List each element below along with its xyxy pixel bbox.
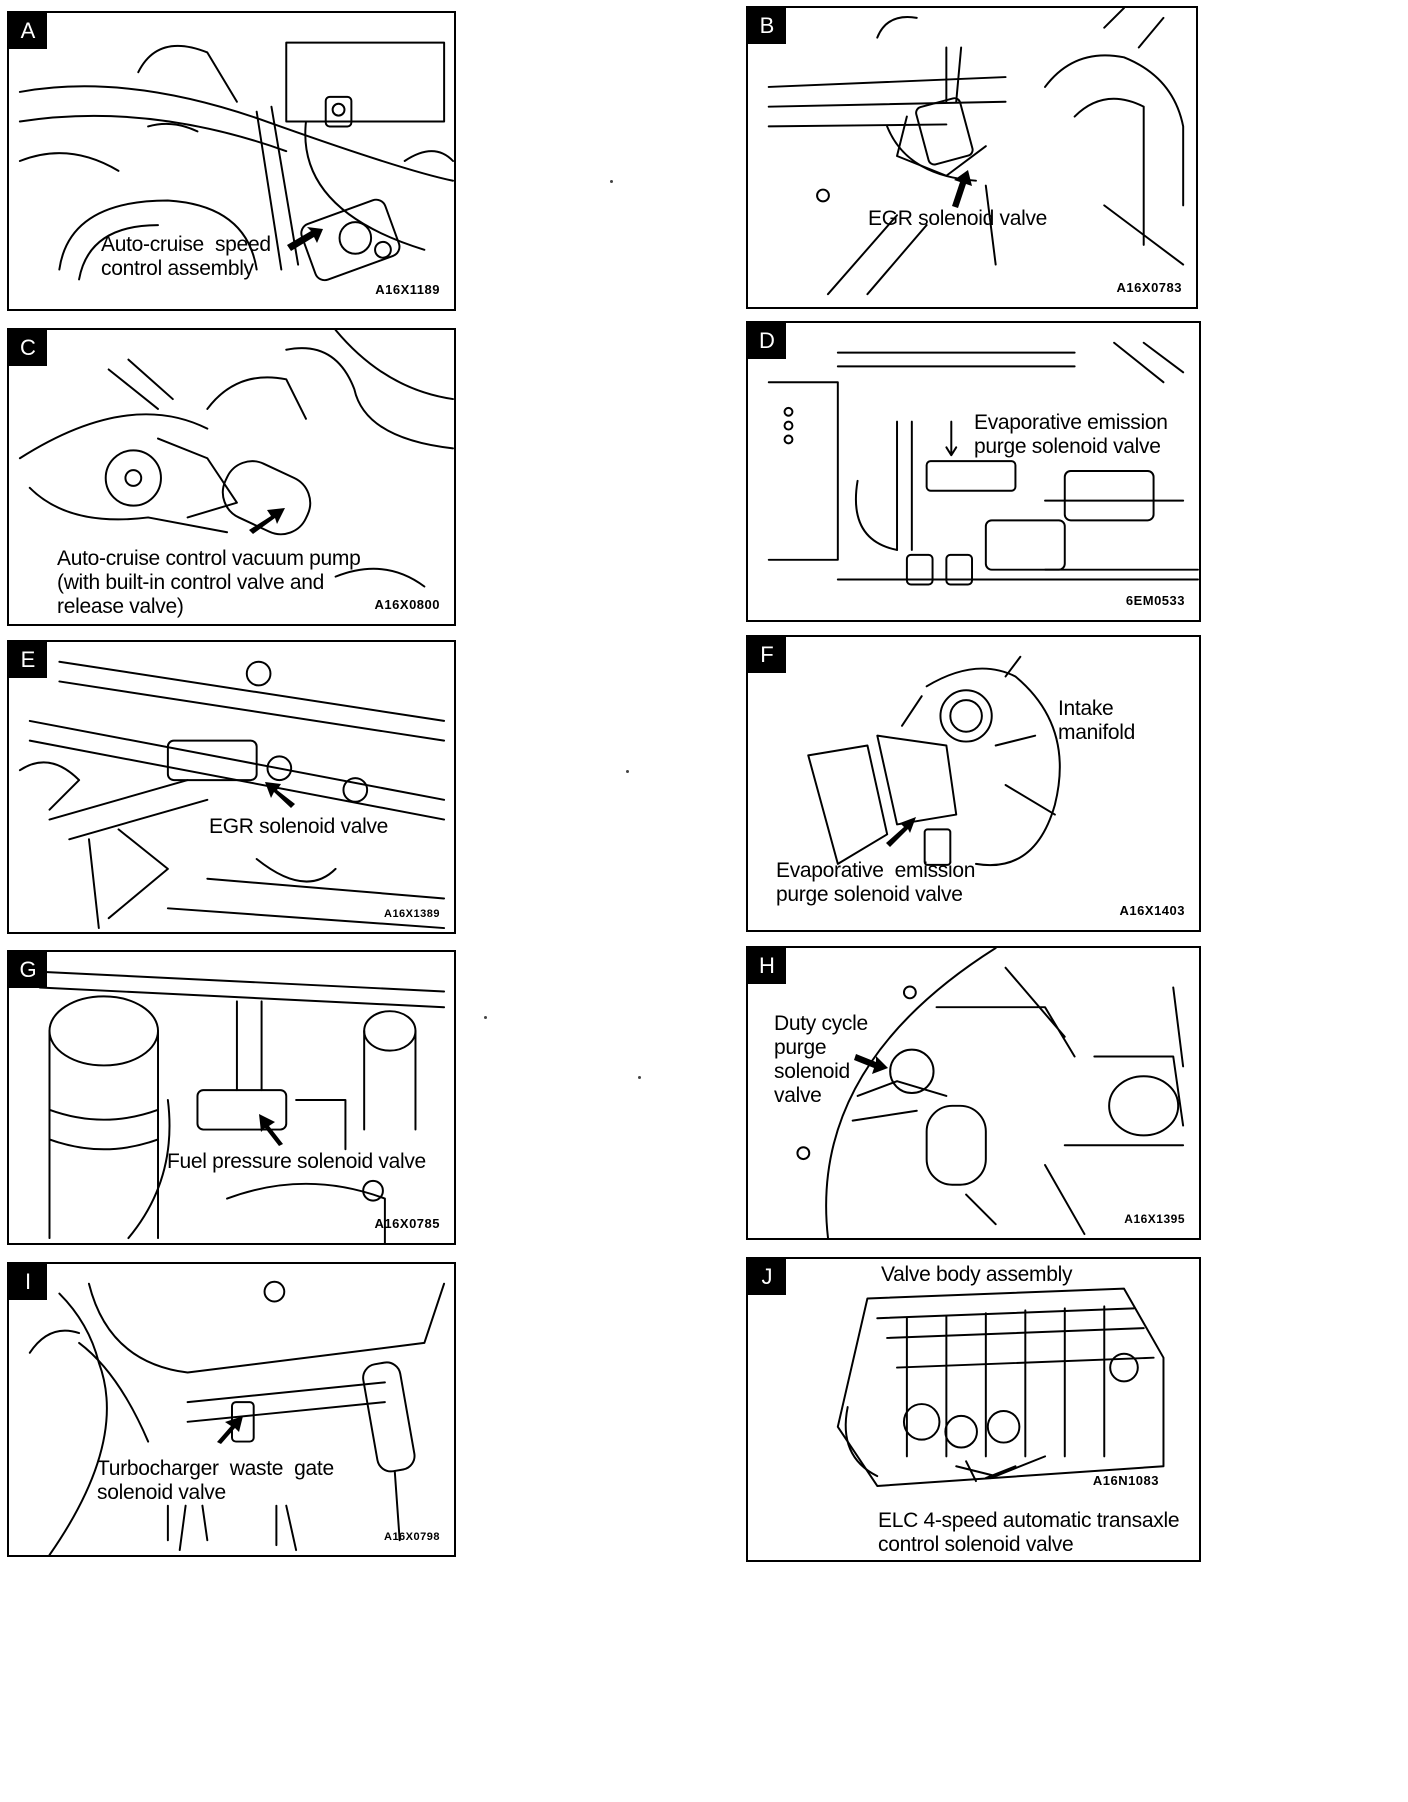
component-caption: Turbocharger waste gate solenoid valve bbox=[97, 1457, 334, 1504]
panel-letter: D bbox=[748, 323, 786, 359]
panel-letter: I bbox=[9, 1264, 47, 1300]
manifold-caption: Intake manifold bbox=[1058, 697, 1135, 744]
figure-code: A16X0798 bbox=[384, 1531, 440, 1543]
panel-j: J Valve body assembly ELC 4-speed automa… bbox=[746, 1257, 1201, 1562]
component-caption: Duty cycle purge solenoid valve bbox=[774, 1012, 868, 1107]
panel-letter: C bbox=[9, 330, 47, 366]
panel-letter: B bbox=[748, 8, 786, 44]
component-caption: Evaporative emission purge solenoid valv… bbox=[974, 411, 1168, 458]
panel-e: E EGR solenoid valve A16X1389 bbox=[7, 640, 456, 934]
illustration-d bbox=[767, 341, 1199, 586]
component-caption: EGR solenoid valve bbox=[209, 815, 389, 838]
pointer-arrow-icon bbox=[952, 170, 972, 208]
panel-c: C Auto-cruise control vacuum pump (with … bbox=[7, 328, 456, 626]
panel-letter: H bbox=[748, 948, 786, 984]
illustration-g bbox=[38, 970, 446, 1243]
figure-code: A16X0800 bbox=[374, 597, 440, 612]
pointer-arrow-icon bbox=[217, 1416, 243, 1444]
scan-speck bbox=[484, 1016, 487, 1019]
figure-code: A16X1189 bbox=[375, 282, 440, 297]
illustration-h bbox=[796, 948, 1185, 1238]
scan-speck bbox=[626, 770, 629, 773]
figure-code: A16X1389 bbox=[384, 908, 440, 920]
scan-speck bbox=[610, 180, 613, 183]
component-caption: EGR solenoid valve bbox=[868, 207, 1048, 230]
figure-code: A16N1083 bbox=[1092, 1473, 1159, 1488]
panel-b: B EGR solenoid valve A16X0783 bbox=[746, 6, 1198, 309]
panel-letter: G bbox=[9, 952, 47, 988]
figure-code: 6EM0533 bbox=[1125, 593, 1185, 608]
component-caption: Auto-cruise control vacuum pump (with bu… bbox=[57, 547, 361, 618]
panel-f: F Intake manifold Evaporative emission p… bbox=[746, 635, 1201, 932]
pointer-arrow-icon bbox=[259, 1114, 283, 1146]
component-caption: Fuel pressure solenoid valve bbox=[167, 1150, 426, 1173]
figure-code: A16X1403 bbox=[1119, 903, 1185, 918]
pointer-arrow-icon bbox=[854, 1054, 888, 1074]
illustration-f bbox=[807, 655, 1061, 867]
component-caption: Evaporative emission purge solenoid valv… bbox=[776, 859, 976, 906]
panel-letter: J bbox=[748, 1259, 786, 1295]
figure-code: A16X0785 bbox=[374, 1216, 440, 1231]
illustration-b bbox=[767, 8, 1185, 296]
illustration-c bbox=[18, 330, 454, 588]
pointer-arrow-icon bbox=[249, 508, 285, 534]
panel-letter: F bbox=[748, 637, 786, 673]
panel-d: D Evaporative emission purge solenoid va… bbox=[746, 321, 1201, 622]
pointer-arrow-icon bbox=[265, 782, 295, 808]
illustration-j bbox=[836, 1287, 1165, 1487]
panel-i: I Turbocharger waste gate solenoid valve… bbox=[7, 1262, 456, 1557]
component-caption: ELC 4-speed automatic transaxle control … bbox=[878, 1509, 1180, 1556]
panel-h: H Duty cycle purge solenoid valve A16X13… bbox=[746, 946, 1201, 1240]
figure-code: A16X1395 bbox=[1124, 1212, 1185, 1226]
component-caption: Auto-cruise speed control assembly bbox=[101, 233, 271, 280]
illustration-e bbox=[18, 660, 446, 930]
panel-g: G Fuel pressure solenoid valve A16X0785 bbox=[7, 950, 456, 1245]
pointer-arrow-icon bbox=[287, 227, 323, 251]
illustration-i bbox=[28, 1280, 446, 1555]
figure-code: A16X0783 bbox=[1116, 280, 1182, 295]
pointer-arrow-icon bbox=[886, 817, 916, 847]
panel-letter: A bbox=[9, 13, 47, 49]
scan-speck bbox=[638, 1076, 641, 1079]
panel-letter: E bbox=[9, 642, 47, 678]
illustration-a bbox=[18, 41, 454, 282]
panel-a: A Auto-cruise speed control assembly A16… bbox=[7, 11, 456, 311]
assembly-caption: Valve body assembly bbox=[881, 1263, 1073, 1286]
